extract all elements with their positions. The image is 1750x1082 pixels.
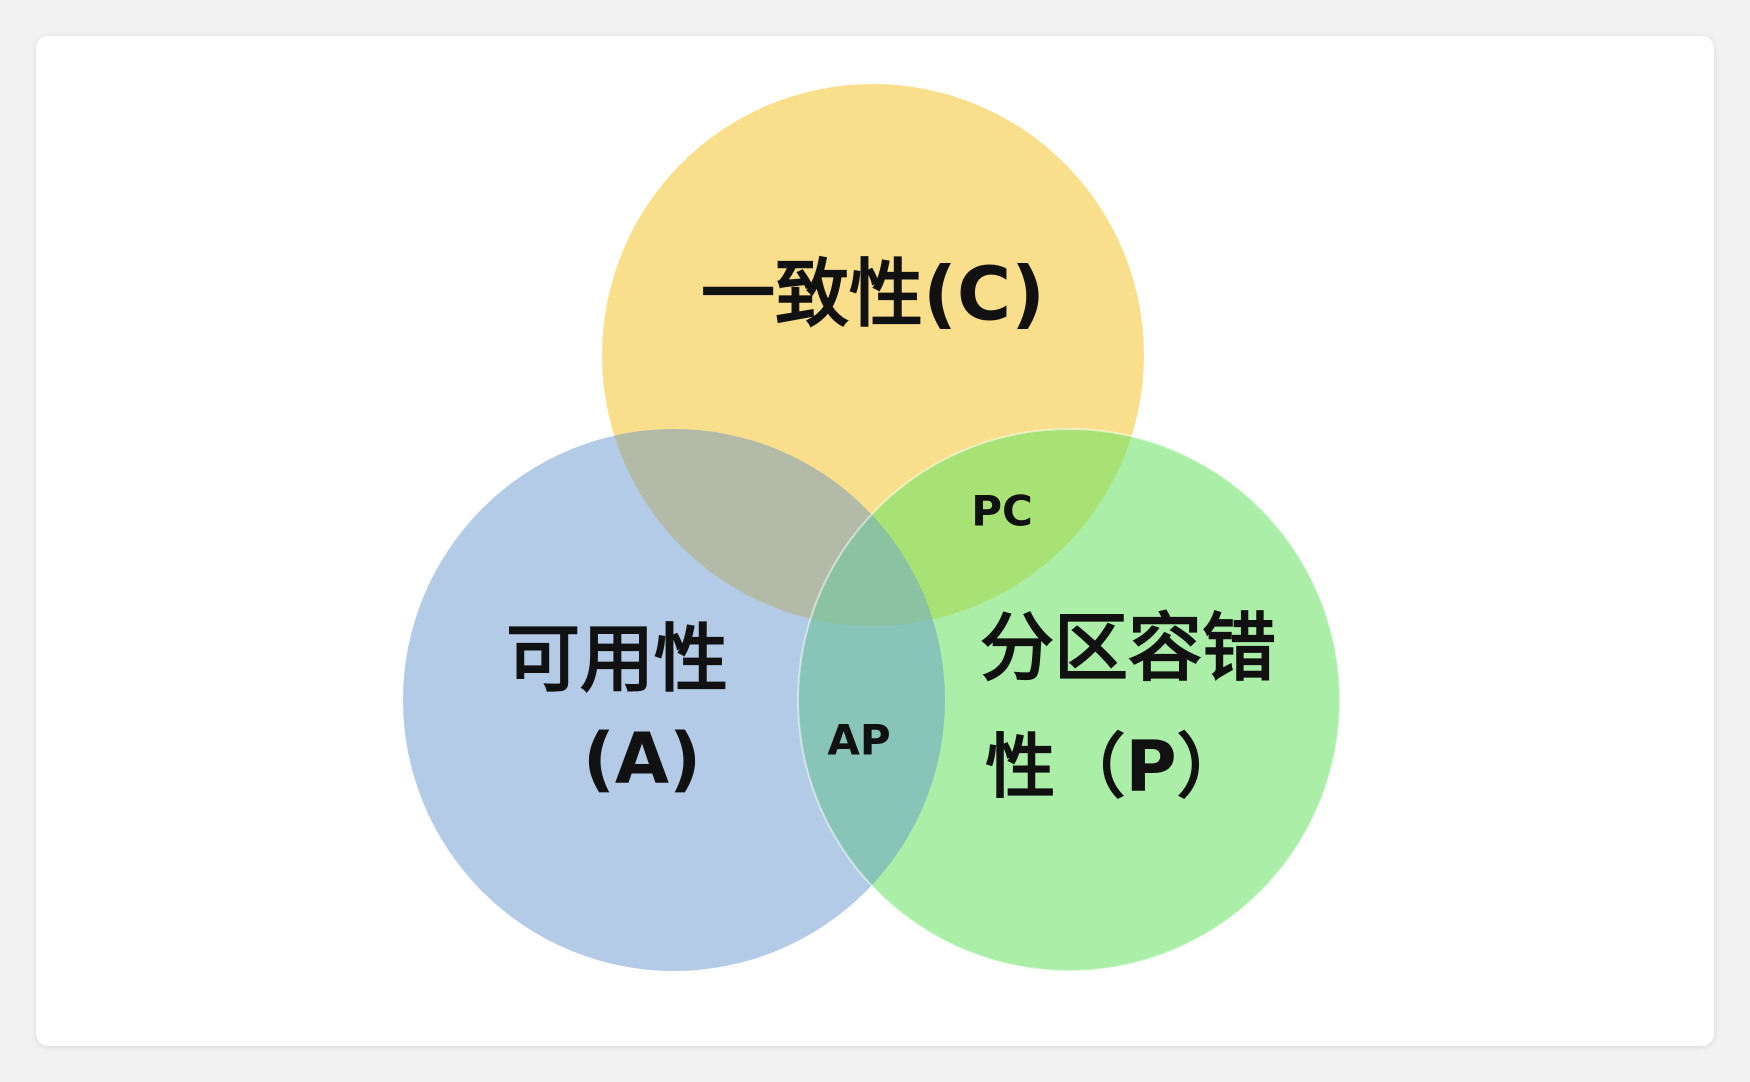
ca-overlap [602, 429, 945, 626]
partition-label-line2: 性（P） [985, 726, 1246, 808]
pc-overlap [798, 429, 1144, 626]
availability-label-line2: (A) [583, 718, 701, 800]
availability-label-line1: 可用性 [506, 617, 728, 703]
pc-label: PC [971, 487, 1033, 536]
ap-label: AP [827, 716, 890, 765]
consistency-label: 一致性(C) [701, 252, 1045, 338]
partition-circle-outline [797, 428, 1341, 972]
partition-label-line1: 分区容错 [980, 606, 1276, 692]
